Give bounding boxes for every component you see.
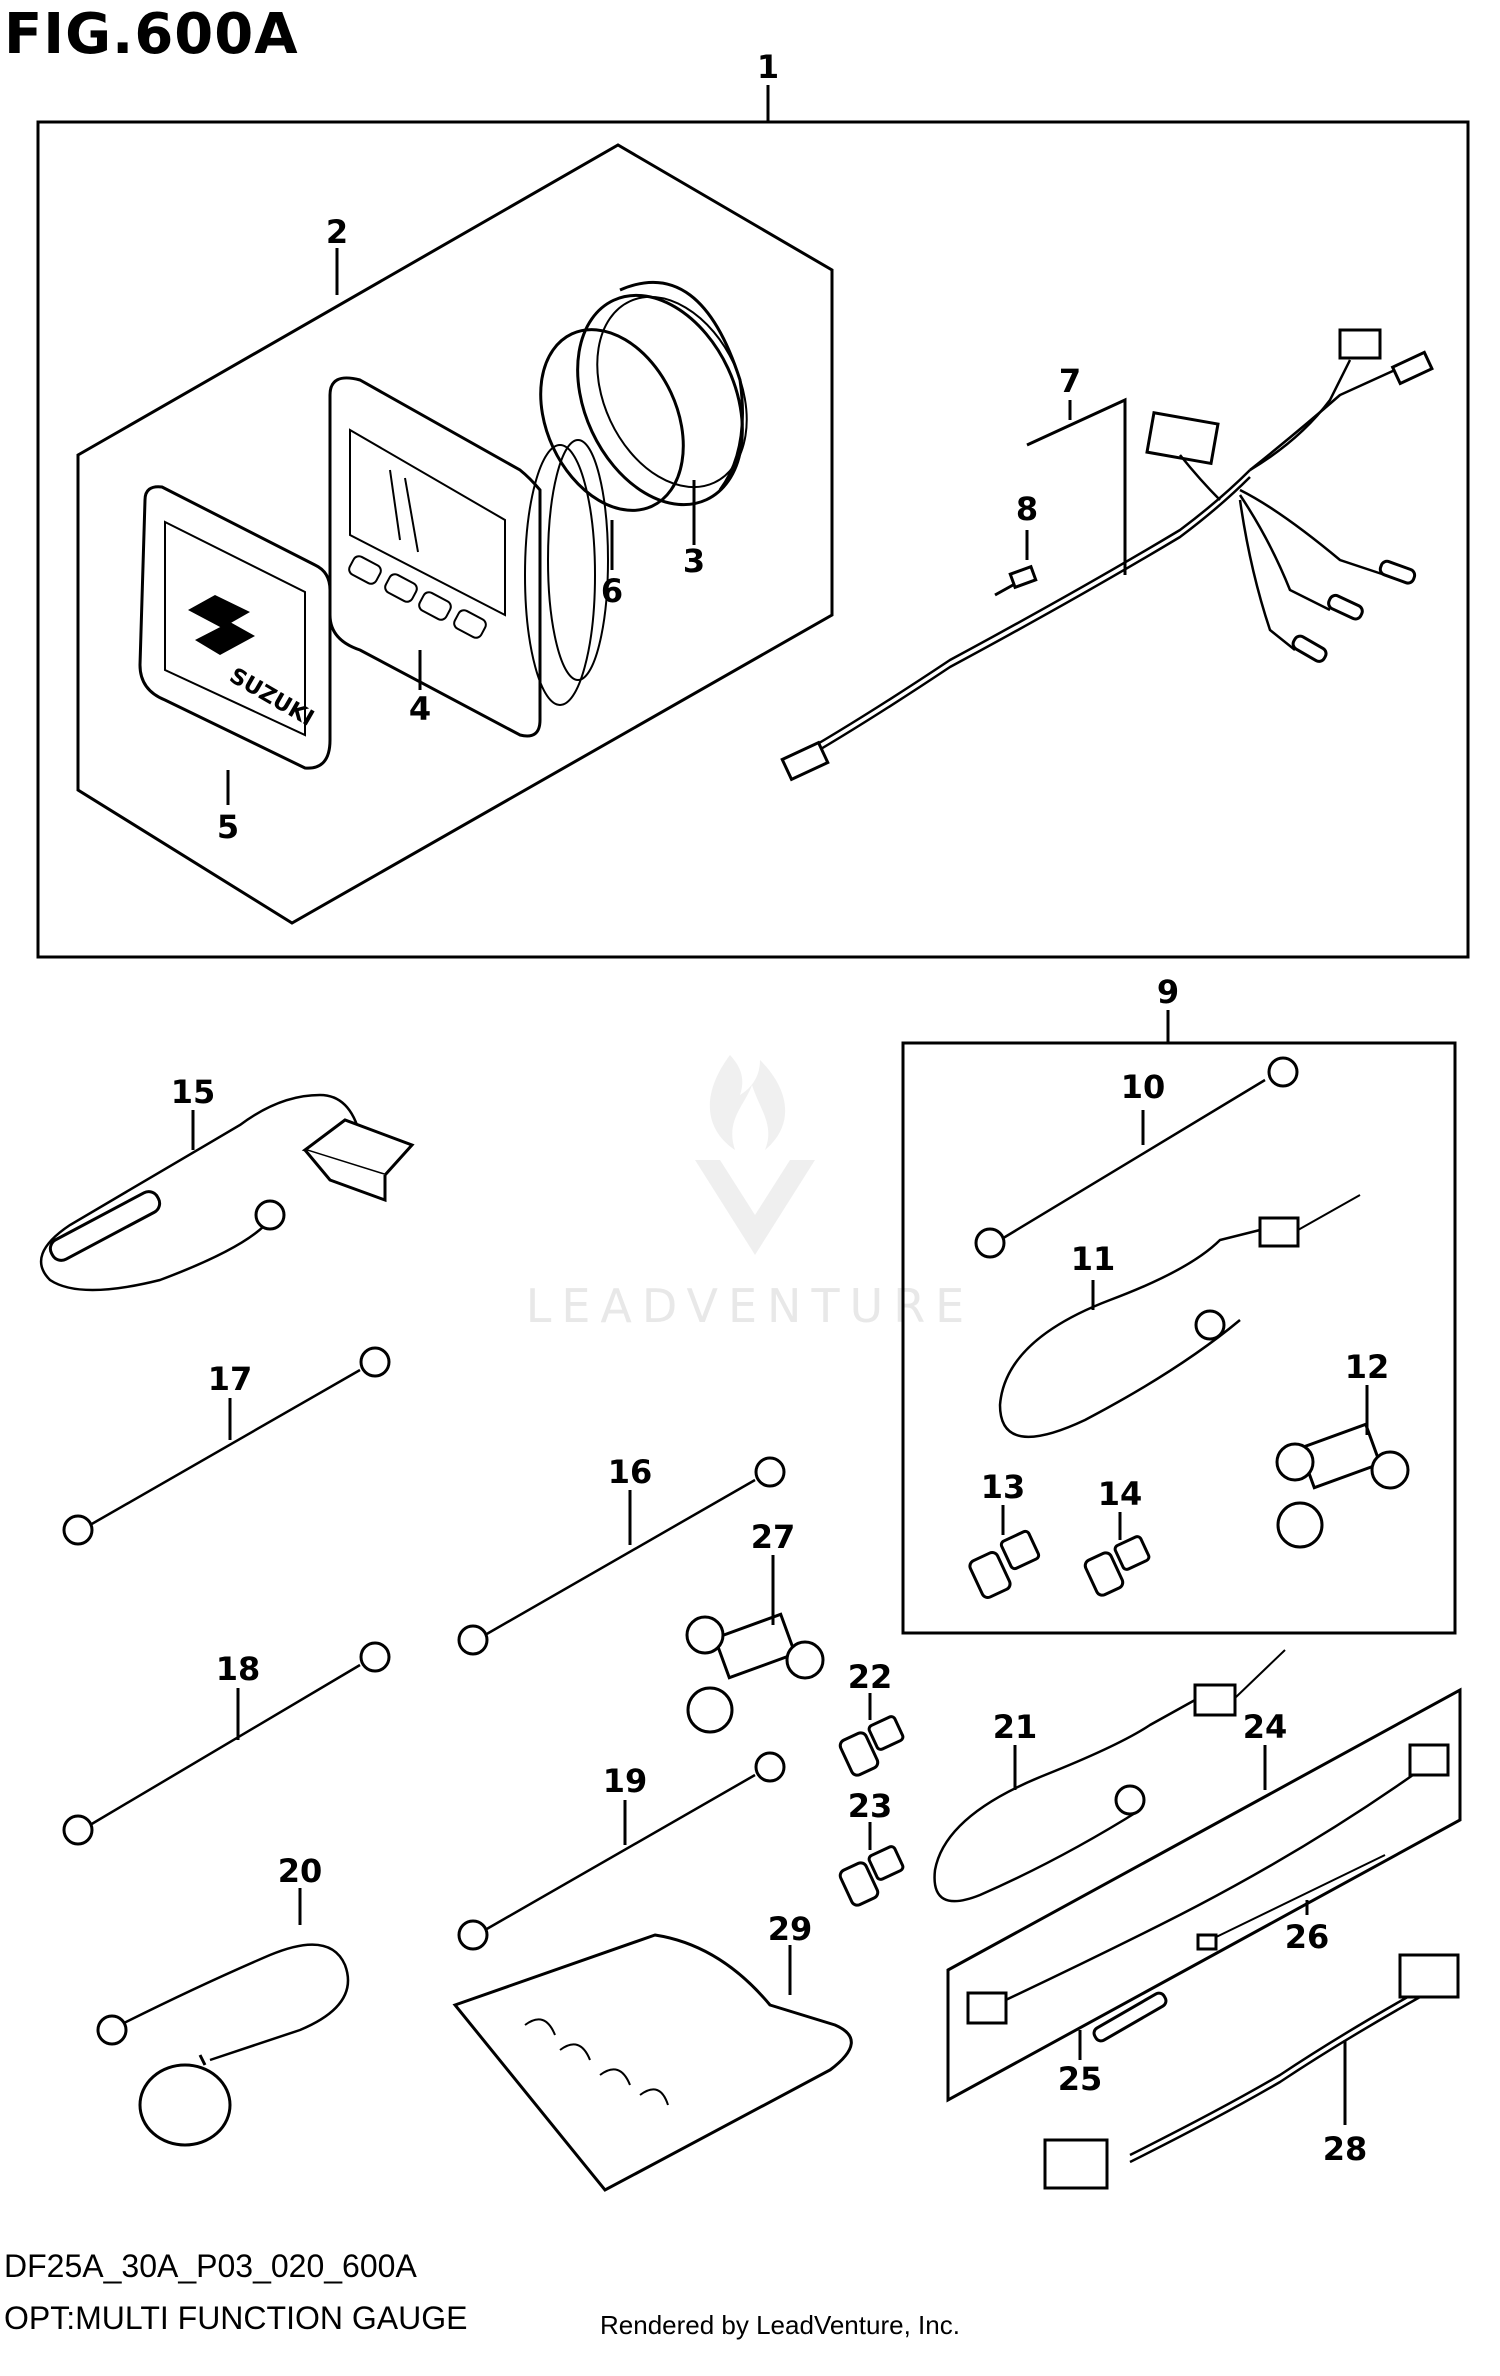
callout-8: 8 [1016,490,1038,528]
callout-18: 18 [216,1650,261,1688]
rendered-by: Rendered by LeadVenture, Inc. [600,2310,960,2340]
cable-tie-26 [1196,1854,1386,1951]
callout-28: 28 [1323,2130,1368,2168]
bracket-7 [1026,397,1127,575]
callout-5: 5 [217,808,239,846]
kit-box-24 [946,1687,1462,2103]
wire-harness-7 [780,328,1434,782]
gauge-kit-outline-2 [76,143,834,925]
adapter-cable-15 [39,1093,415,1292]
callout-12: 12 [1345,1348,1390,1386]
watermark: LEADVENTURE [526,1055,975,1333]
power-cable-11 [998,1194,1361,1439]
v-logo-icon [695,1160,815,1255]
callout-17: 17 [208,1360,253,1398]
terminator-13 [968,1529,1041,1599]
callout-10: 10 [1121,1068,1166,1106]
callout-7: 7 [1059,362,1081,400]
gauge-body-4 [328,376,609,738]
callout-21: 21 [993,1708,1038,1746]
diagram-name: OPT:MULTI FUNCTION GAUGE [4,2300,468,2336]
callout-15: 15 [171,1073,216,1111]
screw-8 [994,564,1038,597]
callout-24: 24 [1243,1708,1288,1746]
callout-25: 25 [1058,2060,1103,2098]
t-connector-12 [1275,1422,1410,1549]
terminator-14 [1083,1535,1151,1597]
mounting-nut-3 [576,280,748,507]
kit-box-1 [36,120,1470,959]
flame-logo-icon [709,1055,786,1150]
t-connector-27 [685,1612,825,1734]
sub-harness-24 [966,1743,1450,2025]
backbone-cable-10 [974,1056,1299,1259]
gauge-cover-5: SUZUKI [138,485,332,770]
suzuki-s-logo-icon [188,595,255,655]
callout-6: 6 [601,572,623,610]
terminator-23 [838,1845,905,1907]
callout-27: 27 [751,1518,796,1556]
drop-cable-17 [62,1346,391,1546]
power-cable-21 [933,1649,1286,1903]
o-ring-6 [539,328,685,512]
callout-16: 16 [608,1453,653,1491]
fuse-25 [1092,1991,1168,2043]
callout-1: 1 [757,48,779,86]
sensor-20 [96,1943,350,2147]
callout-9: 9 [1157,973,1179,1011]
kit-box-9 [901,1041,1457,1635]
callout-29: 29 [768,1910,813,1948]
callout-2: 2 [326,213,348,251]
callout-26: 26 [1285,1918,1330,1956]
diagram-code: DF25A_30A_P03_020_600A [4,2248,417,2284]
callout-14: 14 [1098,1475,1143,1513]
extension-harness-28 [1043,1953,1460,2190]
callout-11: 11 [1071,1240,1116,1278]
drop-cable-16 [457,1456,786,1656]
callout-4: 4 [409,690,431,728]
figure-title: FIG.600A [4,2,299,67]
callout-13: 13 [981,1468,1026,1506]
connector-icon [1338,328,1382,360]
terminator-22 [838,1715,905,1777]
callout-22: 22 [848,1658,893,1696]
watermark-text: LEADVENTURE [526,1279,975,1333]
drop-cable-19 [457,1751,786,1951]
callout-19: 19 [603,1762,648,1800]
callout-3: 3 [683,542,705,580]
callout-20: 20 [278,1852,323,1890]
callout-23: 23 [848,1787,893,1825]
drop-cable-18 [62,1641,391,1846]
document-bag-29 [452,1933,853,2192]
